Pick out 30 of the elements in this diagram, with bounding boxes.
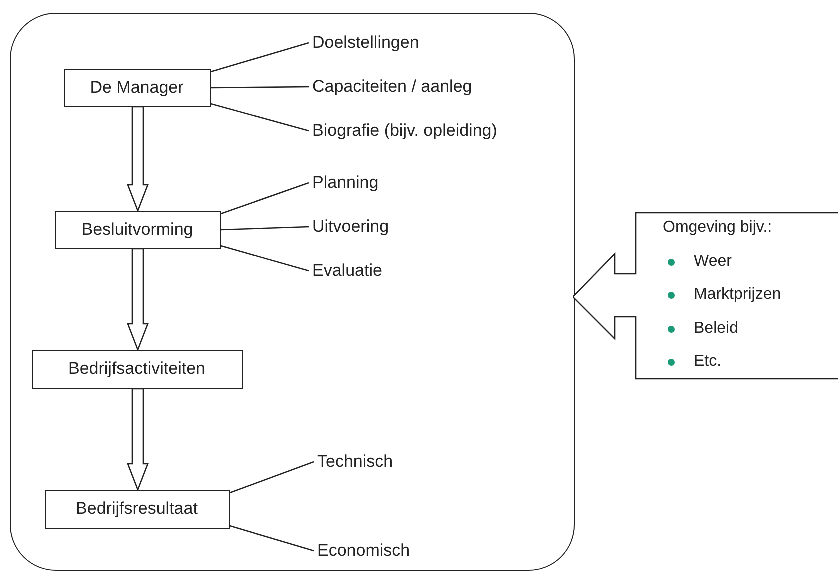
branch-label: Biografie (bijv. opleiding): [312, 120, 498, 142]
connector-line: [230, 461, 314, 494]
branch-label: Uitvoering: [312, 216, 390, 238]
connector-line: [230, 525, 314, 552]
list-item: Weer: [694, 252, 732, 272]
branch-label: Technisch: [318, 450, 394, 472]
branch-label: Evaluatie: [312, 260, 382, 282]
list-item: Etc.: [694, 352, 722, 372]
process-box: Besluitvorming: [54, 210, 220, 248]
list-item: Beleid: [694, 318, 738, 338]
process-box: De Manager: [64, 68, 210, 106]
hollow-arrow: [127, 388, 149, 492]
hollow-arrow: [127, 106, 149, 213]
process-box: Bedrijfsresultaat: [44, 490, 230, 528]
connector-line: [220, 226, 310, 231]
branch-label: Capaciteiten / aanleg: [312, 76, 472, 98]
connector-line: [220, 245, 310, 272]
rounded-frame: [10, 13, 575, 571]
branch-label: Economisch: [318, 540, 410, 562]
branch-label: Doelstellingen: [312, 32, 420, 54]
connector-line: [210, 42, 310, 73]
callout-heading: Omgeving bijv.:: [663, 218, 772, 238]
hollow-arrow: [127, 248, 149, 352]
connector-line: [220, 182, 310, 215]
branch-label: Planning: [312, 172, 379, 194]
connector-line: [211, 86, 309, 89]
list-item: Marktprijzen: [694, 285, 782, 305]
process-box: Bedrijfsactiviteiten: [32, 350, 242, 388]
connector-line: [210, 103, 310, 132]
callout-arrow-shape: [573, 212, 838, 380]
